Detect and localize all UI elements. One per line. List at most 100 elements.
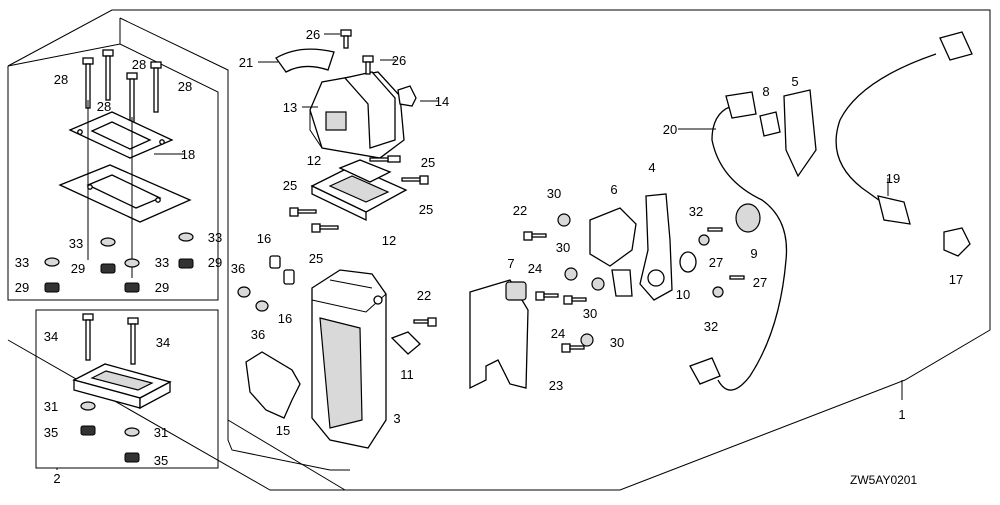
screw-23: [561, 343, 585, 353]
callout-25: 25: [283, 178, 297, 193]
screws-24: [535, 291, 587, 305]
callout-10: 10: [676, 287, 690, 302]
leader-lines: [154, 33, 903, 400]
bolt-34-set: [82, 313, 139, 365]
cap-17: [943, 227, 971, 257]
callout-22: 22: [417, 288, 431, 303]
lever-4: [639, 193, 673, 301]
callout-12: 12: [382, 233, 396, 248]
callout-7: 7: [507, 256, 514, 271]
screw-25-set: [289, 155, 429, 233]
knob-7: [505, 281, 527, 301]
washers-30: [557, 213, 605, 347]
callout-35: 35: [44, 425, 58, 440]
lever-4-hub: [647, 269, 665, 287]
callout-21: 21: [239, 55, 253, 70]
callout-33: 33: [208, 230, 222, 245]
callout-3: 3: [393, 411, 400, 426]
callout-33: 33: [69, 236, 83, 251]
callout-24: 24: [528, 261, 542, 276]
clips-16: [269, 255, 295, 285]
clamp-11: [390, 331, 421, 355]
callout-30: 30: [583, 306, 597, 321]
callout-30: 30: [547, 186, 561, 201]
callout-19: 19: [886, 171, 900, 186]
callout-34: 34: [44, 329, 58, 344]
callout-28: 28: [54, 72, 68, 87]
callout-36: 36: [231, 261, 245, 276]
harness-19: [835, 31, 973, 225]
control-case-3: [311, 269, 387, 449]
callout-11: 11: [400, 367, 414, 382]
callout-16: 16: [278, 311, 292, 326]
cover-13: [309, 71, 405, 159]
callout-29: 29: [71, 261, 85, 276]
callout-28: 28: [97, 99, 111, 114]
adapter-plate: [72, 363, 172, 410]
gasket-18: [58, 100, 192, 278]
screws-27: [707, 227, 745, 280]
screw-22b: [523, 231, 547, 241]
callout-33: 33: [15, 255, 29, 270]
callout-25: 25: [421, 155, 435, 170]
callout-24: 24: [551, 326, 565, 341]
nuts-washers-29-33: [44, 232, 194, 293]
callout-35: 35: [154, 453, 168, 468]
callout-25: 25: [419, 202, 433, 217]
callout-26: 26: [306, 27, 320, 42]
link-bracket: [611, 269, 633, 297]
callout-8: 8: [762, 84, 769, 99]
callout-32: 32: [689, 204, 703, 219]
nuts-36: [237, 286, 269, 312]
callout-17: 17: [949, 272, 963, 287]
cover-seal-21: [275, 48, 335, 73]
callout-18: 18: [181, 147, 195, 162]
callout-29: 29: [155, 280, 169, 295]
callout-27: 27: [753, 275, 767, 290]
callout-15: 15: [276, 423, 290, 438]
callout-12: 12: [307, 153, 321, 168]
subassembly-2-frame: [7, 43, 219, 470]
seal-9: [735, 203, 761, 233]
callout-25: 25: [309, 251, 323, 266]
callout-30: 30: [556, 240, 570, 255]
grommet-8: [759, 111, 781, 137]
callout-34: 34: [156, 335, 170, 350]
callout-22: 22: [513, 203, 527, 218]
bracket-12: [310, 159, 408, 222]
arm-6: [589, 207, 637, 267]
callout-20: 20: [663, 122, 677, 137]
callout-29: 29: [15, 280, 29, 295]
callout-4: 4: [648, 160, 655, 175]
callout-6: 6: [610, 182, 617, 197]
callout-33: 33: [155, 255, 169, 270]
callout-30: 30: [610, 335, 624, 350]
callout-2: 2: [53, 471, 60, 486]
callout-28: 28: [132, 57, 146, 72]
callout-5: 5: [791, 74, 798, 89]
housing-5: [783, 89, 817, 178]
callout-16: 16: [257, 231, 271, 246]
callout-26: 26: [392, 53, 406, 68]
washers-32: [698, 234, 724, 298]
callout-14: 14: [435, 94, 449, 109]
callout-9: 9: [750, 246, 757, 261]
bolt-28-set: [82, 49, 162, 124]
screw-22a: [413, 317, 437, 327]
screw-26-set: [340, 29, 374, 75]
callout-31: 31: [44, 399, 58, 414]
lever-14: [397, 85, 417, 107]
diagram-code-label: ZW5AY0201: [850, 473, 917, 487]
callout-31: 31: [154, 425, 168, 440]
callout-23: 23: [549, 378, 563, 393]
case-cover-15: [245, 351, 301, 419]
nuts-31-35: [80, 401, 140, 463]
main-assembly-outline: [7, 9, 991, 491]
harness-20: [689, 91, 788, 391]
callout-29: 29: [208, 255, 222, 270]
callout-27: 27: [709, 255, 723, 270]
cam-10: [679, 251, 697, 273]
callout-28: 28: [178, 79, 192, 94]
